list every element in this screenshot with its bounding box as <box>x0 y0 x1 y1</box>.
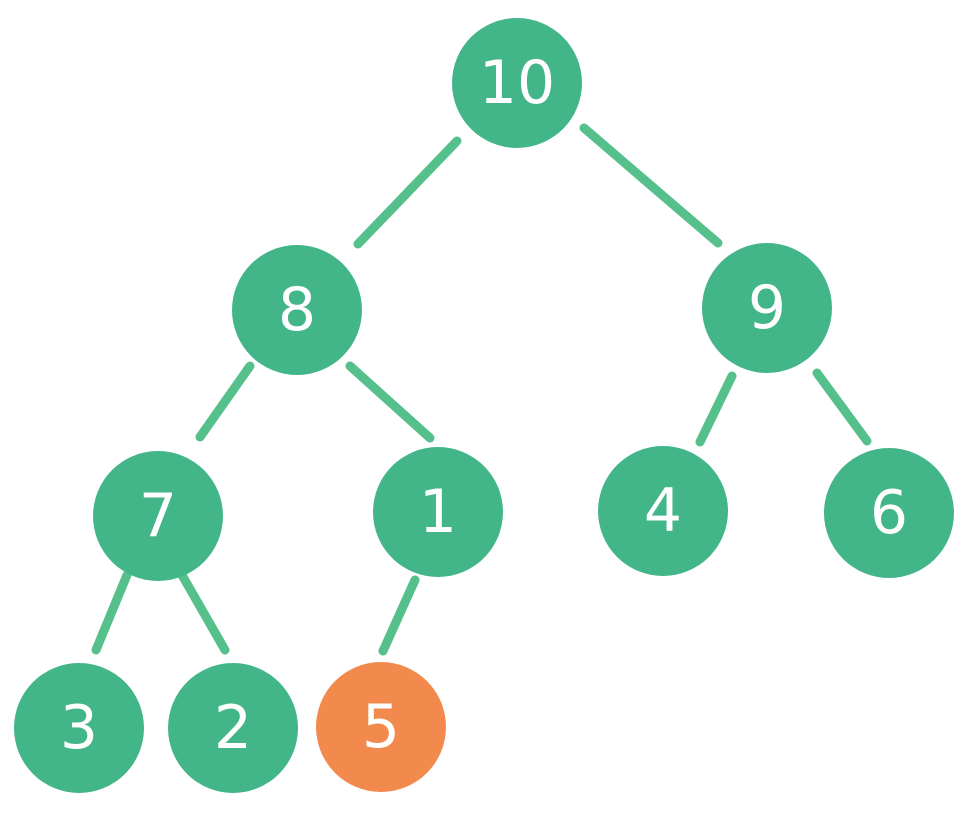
edge-7-2 <box>177 570 230 655</box>
node-7: 7 <box>93 451 223 581</box>
edge-1-5 <box>378 575 420 656</box>
node-5-highlighted: 5 <box>316 662 446 792</box>
node-3: 3 <box>14 663 144 793</box>
edge-8-7 <box>195 361 255 442</box>
edge-10-9 <box>579 123 723 248</box>
node-8: 8 <box>232 245 362 375</box>
edge-10-8 <box>353 136 462 249</box>
edge-7-3 <box>91 570 132 655</box>
edge-9-4 <box>695 371 737 447</box>
edge-9-6 <box>812 368 872 446</box>
node-2: 2 <box>168 663 298 793</box>
node-1: 1 <box>373 447 503 577</box>
node-10: 10 <box>452 18 582 148</box>
edge-8-1 <box>345 361 435 443</box>
node-6: 6 <box>824 448 954 578</box>
node-9: 9 <box>702 243 832 373</box>
node-4: 4 <box>598 446 728 576</box>
